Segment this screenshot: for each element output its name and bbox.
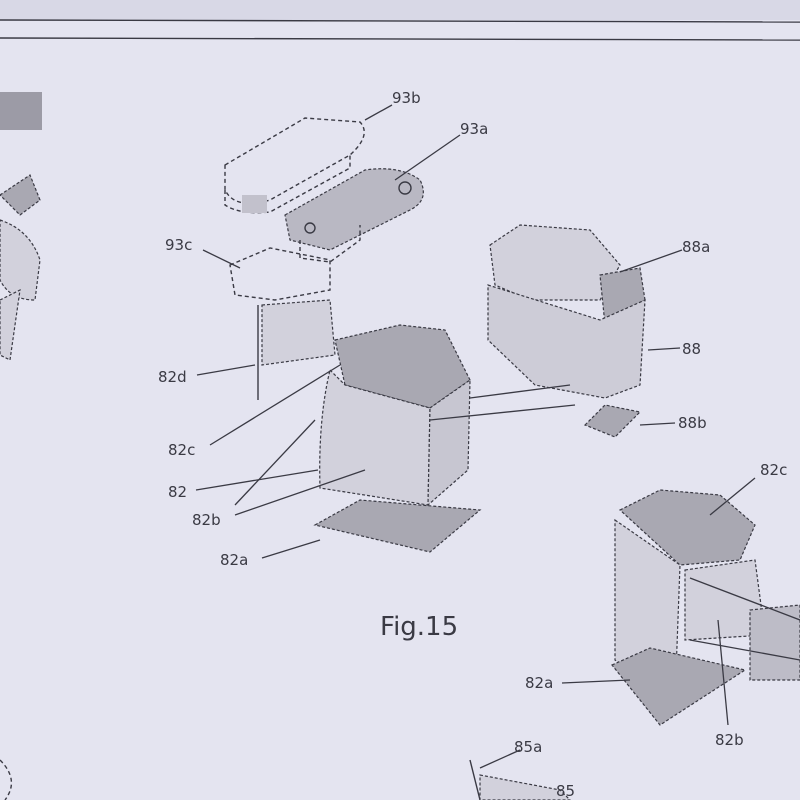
label-93c: 93c — [165, 236, 192, 254]
page-edge-line — [0, 19, 800, 23]
bottom-left-partial — [0, 759, 13, 800]
part-88 — [487, 224, 646, 438]
right-label-85a: 85a — [514, 738, 542, 756]
label-88b: 88b — [678, 414, 707, 432]
part-93b-tray — [224, 117, 365, 214]
label-93b: 93b — [392, 89, 421, 107]
right-label-82a: 82a — [525, 674, 553, 692]
part-82-body — [313, 324, 482, 553]
label-93a: 93a — [460, 120, 488, 138]
right-label-82c: 82c — [760, 461, 787, 479]
right-label-85: 85 — [556, 782, 575, 800]
label-82c: 82c — [168, 441, 195, 459]
label-88a: 88a — [682, 238, 710, 256]
label-82d: 82d — [158, 368, 187, 386]
part-93c-82d — [229, 247, 336, 400]
right-label-82b: 82b — [715, 731, 744, 749]
label-82b: 82b — [192, 511, 221, 529]
left-partial-figure — [0, 92, 42, 361]
part-93a-plate — [284, 168, 424, 263]
label-82: 82 — [168, 483, 187, 501]
leader-lines — [195, 104, 800, 769]
page-edge-background — [0, 0, 800, 20]
label-88: 88 — [682, 340, 701, 358]
figure-caption: Fig.15 — [380, 612, 458, 642]
page-edge-line — [0, 37, 800, 41]
label-82a: 82a — [220, 551, 248, 569]
right-figure — [469, 489, 800, 800]
